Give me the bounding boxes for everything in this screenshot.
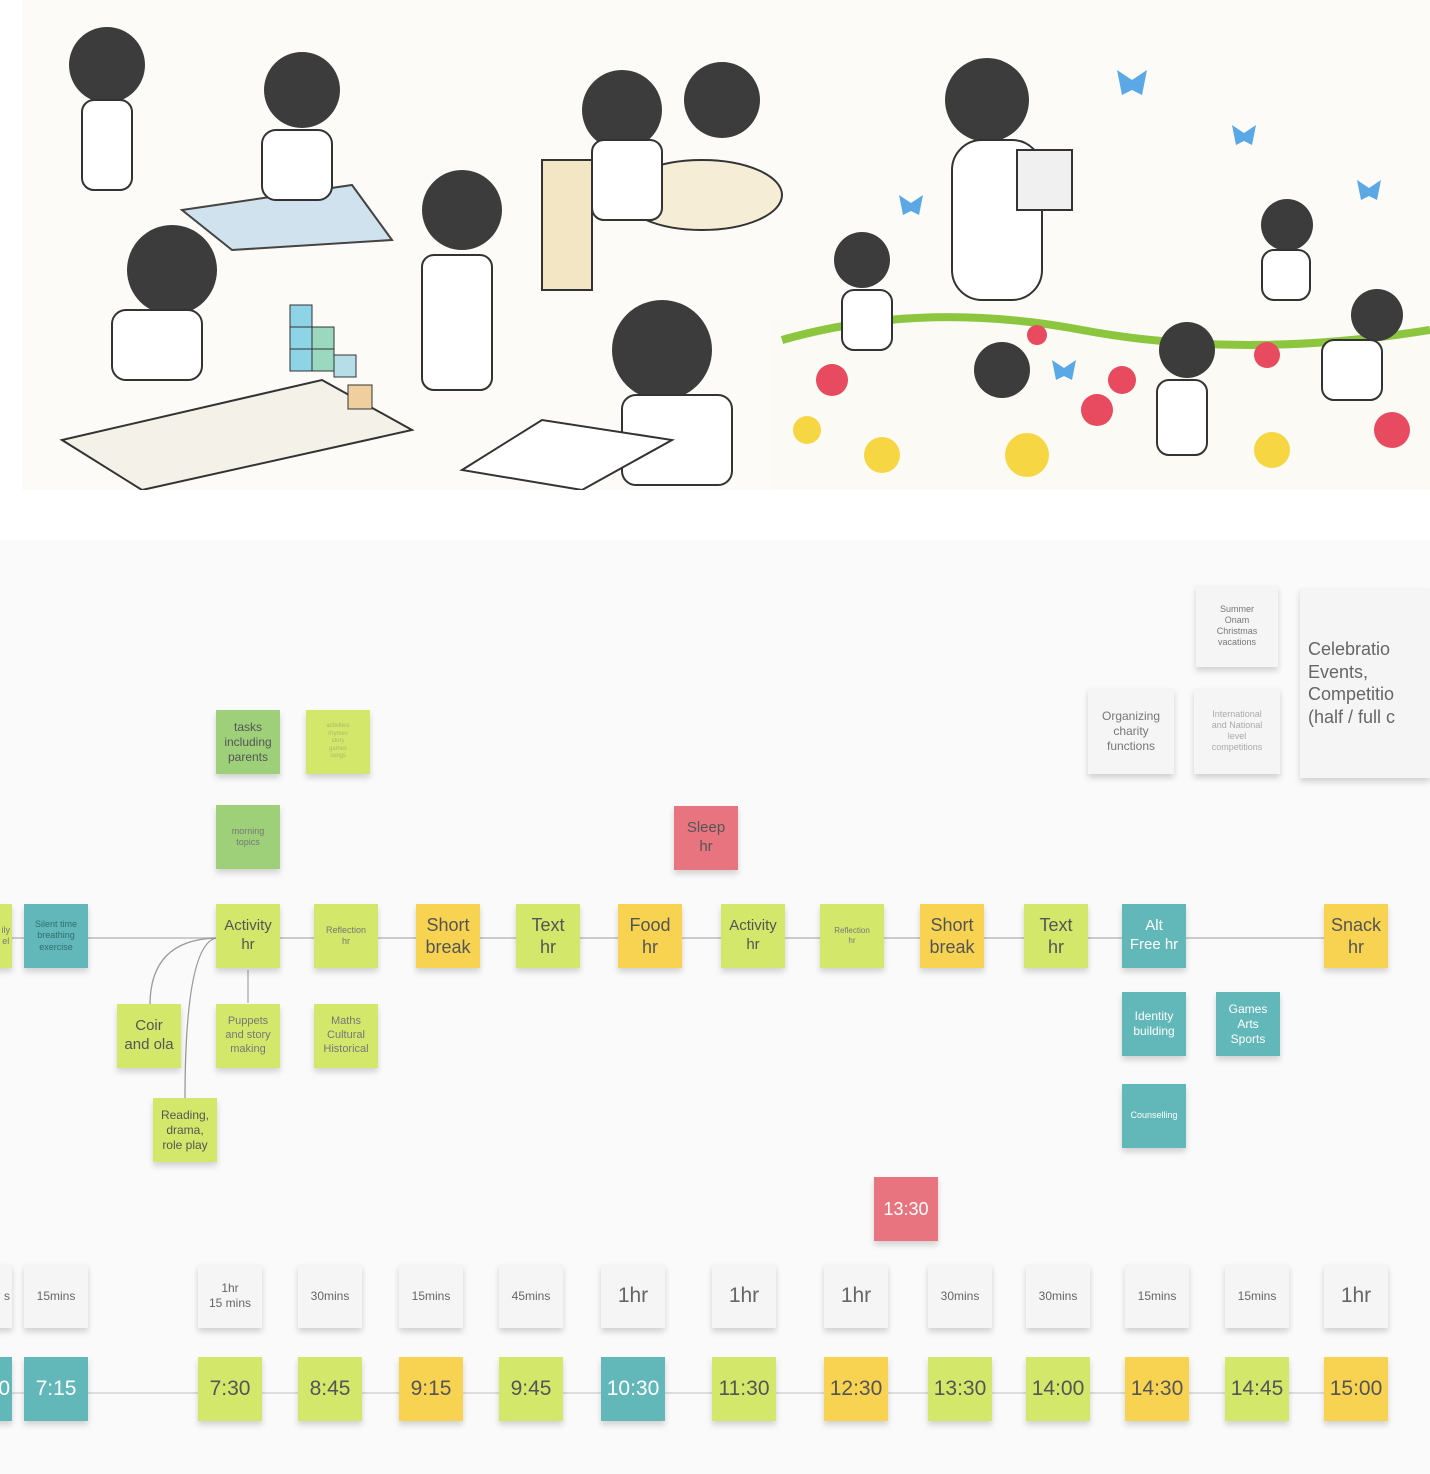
schedule-short-break-1: Short break xyxy=(416,904,480,968)
note-charity: Organizing charity functions xyxy=(1088,688,1174,774)
note-maths: Maths Cultural Historical xyxy=(314,1004,378,1068)
schedule-short-break-2: Short break xyxy=(920,904,984,968)
marker-time-1330: 13:30 xyxy=(874,1177,938,1241)
note-vacations: Summer Onam Christmas vacations xyxy=(1196,585,1278,667)
schedule-left-lime: ily el xyxy=(0,904,12,968)
note-tasks-parents: tasks including parents xyxy=(216,710,280,774)
note-coir-ola: Coir and ola xyxy=(117,1004,181,1068)
schedule-silent-time: Silent time breathing exercise xyxy=(24,904,88,968)
duration-7: 1hr xyxy=(712,1264,776,1328)
schedule-reflection-hr-1: Reflection hr xyxy=(314,904,378,968)
note-games-arts-sports: Games Arts Sports xyxy=(1216,992,1280,1056)
time-4: 9:15 xyxy=(399,1357,463,1421)
schedule-text-hr-2: Text hr xyxy=(1024,904,1088,968)
time-2: 7:30 xyxy=(198,1357,262,1421)
duration-3: 30mins xyxy=(298,1264,362,1328)
schedule-food-hr: Food hr xyxy=(618,904,682,968)
note-competitions: International and National level competi… xyxy=(1194,688,1280,774)
note-celebrations: Celebratio Events, Competitio (half / fu… xyxy=(1300,588,1430,778)
duration-10: 30mins xyxy=(1026,1264,1090,1328)
time-6: 10:30 xyxy=(601,1357,665,1421)
duration-12: 15mins xyxy=(1225,1264,1289,1328)
time-3: 8:45 xyxy=(298,1357,362,1421)
note-small-lime: activities rhymes story games songs xyxy=(306,710,370,774)
time-10: 14:00 xyxy=(1026,1357,1090,1421)
duration-2: 1hr 15 mins xyxy=(198,1264,262,1328)
time-8: 12:30 xyxy=(824,1357,888,1421)
time-7: 11:30 xyxy=(712,1357,776,1421)
time-13: 15:00 xyxy=(1324,1357,1388,1421)
note-puppets: Puppets and story making xyxy=(216,1004,280,1068)
duration-5: 45mins xyxy=(499,1264,563,1328)
schedule-text-hr-1: Text hr xyxy=(516,904,580,968)
schedule-snack-hr: Snack hr xyxy=(1324,904,1388,968)
time-5: 9:45 xyxy=(499,1357,563,1421)
duration-4: 15mins xyxy=(399,1264,463,1328)
note-identity-building: Identity building xyxy=(1122,992,1186,1056)
time-0: 0 xyxy=(0,1357,12,1421)
duration-0: s xyxy=(0,1264,12,1328)
duration-6: 1hr xyxy=(601,1264,665,1328)
note-morning-topics: morning topics xyxy=(216,805,280,869)
note-counselling: Counselling xyxy=(1122,1084,1186,1148)
note-sleep-hr: Sleep hr xyxy=(674,806,738,870)
time-1: 7:15 xyxy=(24,1357,88,1421)
schedule-activity-hr-1: Activity hr xyxy=(216,904,280,968)
schedule-reflection-hr-2: Reflection hr xyxy=(820,904,884,968)
duration-8: 1hr xyxy=(824,1264,888,1328)
note-reading: Reading, drama, role play xyxy=(153,1098,217,1162)
duration-11: 15mins xyxy=(1125,1264,1189,1328)
time-11: 14:30 xyxy=(1125,1357,1189,1421)
schedule-alt-free-hr: Alt Free hr xyxy=(1122,904,1186,968)
schedule-activity-hr-2: Activity hr xyxy=(721,904,785,968)
duration-1: 15mins xyxy=(24,1264,88,1328)
time-9: 13:30 xyxy=(928,1357,992,1421)
time-12: 14:45 xyxy=(1225,1357,1289,1421)
duration-13: 1hr xyxy=(1324,1264,1388,1328)
duration-9: 30mins xyxy=(928,1264,992,1328)
